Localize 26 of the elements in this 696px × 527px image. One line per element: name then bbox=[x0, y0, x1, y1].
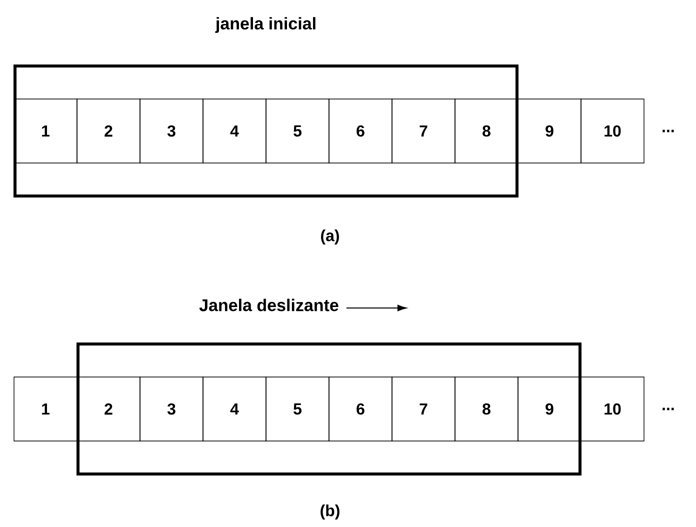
cell: 5 bbox=[266, 376, 330, 442]
cell: 4 bbox=[202, 376, 266, 442]
cell: 10 bbox=[580, 376, 644, 442]
cell: 7 bbox=[392, 376, 456, 442]
cell: 5 bbox=[266, 98, 330, 164]
cell: 1 bbox=[14, 98, 78, 164]
ellipsis: ... bbox=[662, 408, 674, 410]
panel-caption: (a) bbox=[321, 230, 339, 244]
window-heading: Janela deslizante bbox=[199, 298, 338, 312]
ellipsis: ... bbox=[662, 130, 674, 132]
cell: 6 bbox=[328, 98, 392, 164]
cell: 10 bbox=[580, 98, 644, 164]
cell: 7 bbox=[392, 98, 456, 164]
cell: 9 bbox=[518, 376, 582, 442]
cell: 3 bbox=[140, 98, 204, 164]
cell: 2 bbox=[76, 376, 140, 442]
cell: 9 bbox=[518, 98, 582, 164]
cell: 2 bbox=[76, 98, 140, 164]
cell: 8 bbox=[454, 98, 518, 164]
cell: 1 bbox=[14, 376, 78, 442]
cell: 4 bbox=[202, 98, 266, 164]
cell: 3 bbox=[140, 376, 204, 442]
cell: 8 bbox=[454, 376, 518, 442]
panel-caption: (b) bbox=[320, 504, 340, 520]
window-heading: janela inicial bbox=[215, 17, 316, 33]
cell: 6 bbox=[328, 376, 392, 442]
